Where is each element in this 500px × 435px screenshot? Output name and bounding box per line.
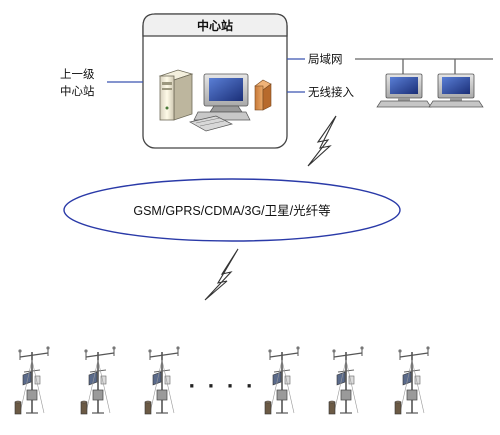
workstation-icon [189,73,251,132]
weather-station-icon [144,346,180,415]
ellipsis-label: · · · · [188,376,255,397]
upper-station-label-line2: 中心站 [60,84,95,98]
weather-station-icon [80,346,116,415]
link-lines [107,58,493,93]
weather-station-icon [264,346,300,415]
weather-station-icon [328,346,364,415]
weather-station-icon [394,346,430,415]
lan-computer-icon [428,73,484,108]
server-tower-icon [158,69,194,121]
network-ellipse [63,178,401,242]
remote-stations [14,346,430,415]
upper-station-label-line1: 上一级 [60,67,95,81]
lan-label: 局域网 [308,52,343,66]
center-station-title: 中心站 [197,18,233,33]
lightning-bolt-icon [307,115,337,167]
lan-computer-icon [376,73,432,108]
network-label: GSM/GPRS/CDMA/3G/卫星/光纤等 [133,203,330,218]
firewall-icon [254,79,272,111]
lightning-bolt-icon [204,248,239,301]
weather-station-icon [14,346,50,415]
wireless-label: 无线接入 [308,85,354,99]
